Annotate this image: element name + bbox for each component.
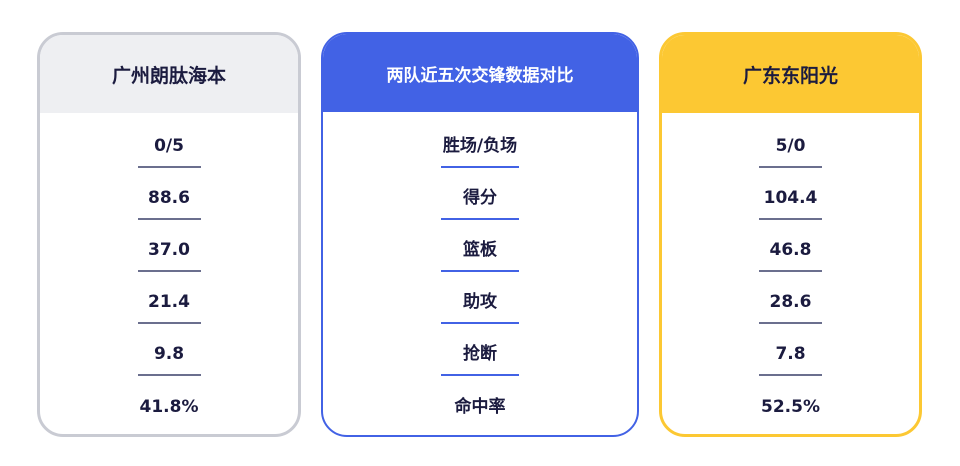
stat-value: 41.8% — [139, 397, 199, 417]
stat-label: 胜场/负场 — [442, 136, 518, 156]
stat-label: 助攻 — [463, 292, 497, 312]
label-row-points: 得分 — [323, 186, 637, 226]
divider — [441, 322, 519, 324]
stat-value: 46.8 — [769, 240, 812, 260]
stat-value: 88.6 — [148, 188, 190, 208]
divider — [759, 270, 822, 272]
label-row-assists: 助攻 — [323, 290, 637, 330]
comparison-card: 两队近五次交锋数据对比 胜场/负场 得分 篮板 助攻 抢断 命中率 — [321, 32, 639, 437]
label-row-wins-losses: 胜场/负场 — [323, 134, 637, 174]
divider — [759, 322, 822, 324]
label-row-steals: 抢断 — [323, 342, 637, 382]
divider — [137, 322, 201, 324]
stat-row-assists: 21.4 — [40, 290, 298, 330]
label-row-fg-pct: 命中率 — [323, 395, 637, 435]
stat-value: 9.8 — [153, 344, 185, 364]
divider — [441, 374, 519, 376]
left-team-stats: 0/5 88.6 37.0 21.4 9.8 41.8% — [40, 113, 298, 434]
divider — [441, 218, 519, 220]
stat-row-points: 88.6 — [40, 186, 298, 226]
stat-row-steals: 9.8 — [40, 342, 298, 382]
divider — [137, 218, 201, 220]
right-team-card: 广东东阳光 5/0 104.4 46.8 28.6 7.8 52.5% — [659, 32, 922, 437]
stat-row-wins-losses: 5/0 — [662, 134, 919, 174]
stat-label: 得分 — [463, 188, 497, 208]
stat-row-points: 104.4 — [662, 186, 919, 226]
stat-value: 37.0 — [148, 240, 190, 260]
divider — [137, 270, 201, 272]
divider — [441, 166, 519, 168]
stat-label: 篮板 — [463, 240, 497, 260]
stat-value: 5/0 — [775, 136, 806, 156]
divider — [759, 166, 822, 168]
stat-label: 命中率 — [454, 397, 506, 417]
stat-row-assists: 28.6 — [662, 290, 919, 330]
stat-row-rebounds: 37.0 — [40, 238, 298, 278]
stat-row-steals: 7.8 — [662, 342, 919, 382]
stat-value: 0/5 — [154, 136, 184, 156]
comparison-title: 两队近五次交锋数据对比 — [323, 34, 637, 112]
stat-row-fg-pct: 52.5% — [662, 395, 919, 434]
stat-row-fg-pct: 41.8% — [40, 395, 298, 434]
left-team-card: 广州朗肽海本 0/5 88.6 37.0 21.4 9.8 41.8% — [37, 32, 301, 437]
divider — [137, 374, 201, 376]
stat-value: 52.5% — [761, 397, 820, 417]
stat-label: 抢断 — [463, 344, 497, 364]
stat-row-rebounds: 46.8 — [662, 238, 919, 278]
left-team-name: 广州朗肽海本 — [40, 35, 298, 113]
right-team-stats: 5/0 104.4 46.8 28.6 7.8 52.5% — [662, 113, 919, 434]
stat-value: 104.4 — [763, 188, 818, 208]
comparison-labels: 胜场/负场 得分 篮板 助攻 抢断 命中率 — [323, 112, 637, 435]
stat-value: 28.6 — [769, 292, 812, 312]
stat-value: 21.4 — [148, 292, 190, 312]
divider — [441, 270, 519, 272]
stat-value: 7.8 — [775, 344, 806, 364]
stat-row-wins-losses: 0/5 — [40, 134, 298, 174]
divider — [137, 166, 201, 168]
divider — [759, 374, 822, 376]
label-row-rebounds: 篮板 — [323, 238, 637, 278]
right-team-name: 广东东阳光 — [662, 35, 919, 113]
divider — [759, 218, 822, 220]
